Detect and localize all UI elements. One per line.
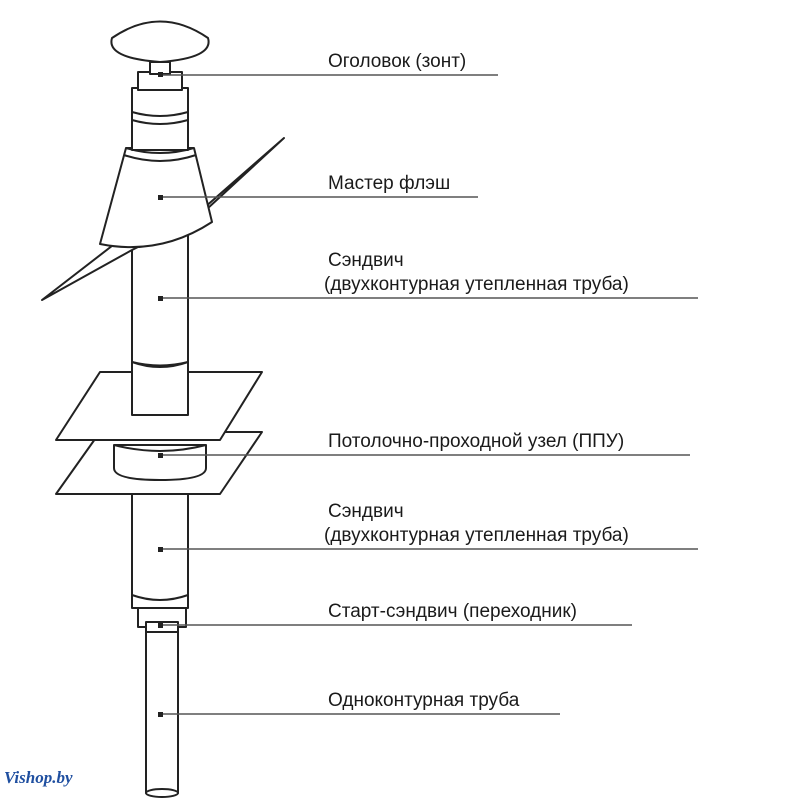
label-start-sandwich: Старт-сэндвич (переходник): [328, 601, 577, 622]
marker-dot-sandwich-top: [158, 296, 163, 301]
label-master-flash: Мастер флэш: [328, 173, 451, 194]
ceiling-passage-sleeve: [113, 444, 207, 481]
label-sandwich-top-line2: (двухконтурная утепленная труба): [324, 274, 629, 295]
marker-dot-start-sandwich: [158, 623, 163, 628]
marker-dot-cap: [158, 72, 163, 77]
marker-dot-master-flash: [158, 195, 163, 200]
label-single-pipe: Одноконтурная труба: [328, 690, 520, 711]
label-sandwich-bottom-line1: Сэндвич: [328, 501, 404, 522]
label-cap: Оголовок (зонт): [328, 51, 467, 72]
marker-dot-ceiling-unit: [158, 453, 163, 458]
marker-dot-sandwich-bottom: [158, 547, 163, 552]
label-ceiling-unit: Потолочно-проходной узел (ППУ): [328, 431, 625, 452]
watermark: Vishop.by: [4, 768, 73, 787]
master-flash-cone: [99, 147, 213, 249]
label-sandwich-top-line1: Сэндвич: [328, 250, 404, 271]
marker-dot-single-pipe: [158, 712, 163, 717]
label-sandwich-bottom-line2: (двухконтурная утепленная труба): [324, 525, 629, 546]
chimney-cap: [110, 20, 210, 63]
single-wall-pipe: [145, 624, 179, 794]
